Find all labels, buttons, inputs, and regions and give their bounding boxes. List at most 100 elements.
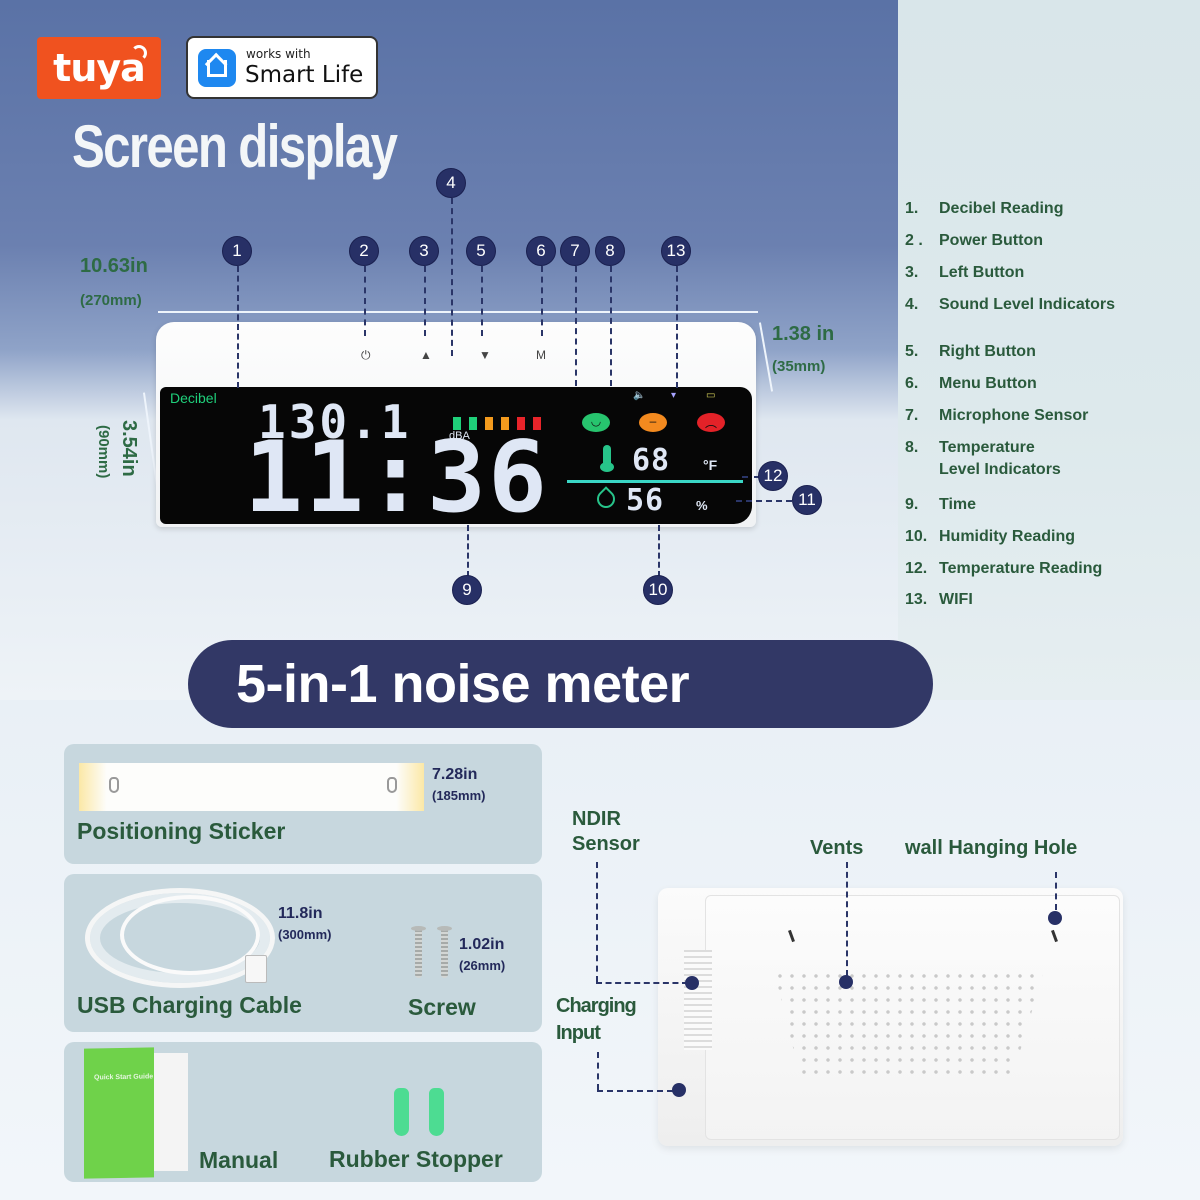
callout-line-13: [676, 266, 678, 388]
side-vent: [684, 950, 712, 1050]
lcd-screen: Decibel 130.1 dBA 11:36 ◡ – ︵ 🔈 ▾ ▭ 68 °…: [160, 387, 752, 535]
usb-cable-label: USB Charging Cable: [77, 992, 302, 1018]
time-reading: 11:36: [244, 421, 550, 535]
legend-item: 4.Sound Level Indicators: [905, 296, 1116, 313]
screen-divider: [567, 480, 743, 483]
manual-image: Quick Start Guide: [84, 1047, 154, 1179]
callout-line-7: [575, 266, 577, 386]
depth-mm-label: (35mm): [772, 358, 826, 375]
tuya-logo: tuya: [37, 37, 161, 99]
sticker-dim-mm: (185mm): [432, 788, 486, 803]
callout-badge-11: 11: [792, 485, 822, 515]
ndir-sensor-dot: [685, 976, 699, 990]
temperature-reading: 68: [632, 443, 671, 478]
callout-badge-3: 3: [409, 236, 439, 266]
callout-line-12: [742, 476, 760, 478]
sticker-dim-in: 7.28in: [432, 766, 478, 783]
manual-label: Manual: [199, 1147, 279, 1173]
callout-line-9: [467, 525, 469, 577]
charging-input-label-1: Charging: [556, 995, 637, 1017]
callout-badge-4: 4: [436, 168, 466, 198]
ndir-sensor-label-1: NDIR: [572, 808, 621, 830]
smart-life-badge: works with Smart Life: [186, 36, 378, 99]
legend-item: 2 .Power Button: [905, 232, 1043, 249]
tuya-logo-text: tuya: [53, 46, 146, 90]
sound-level-bar: [485, 417, 493, 430]
charging-input-label-2: Input: [556, 1022, 601, 1044]
sound-level-bar: [469, 417, 477, 430]
charging-callout-line: [597, 1052, 599, 1090]
callout-badge-5: 5: [466, 236, 496, 266]
callout-badge-2: 2: [349, 236, 379, 266]
sound-level-bar: [501, 417, 509, 430]
legend-background: [898, 0, 1200, 700]
height-mm-label: (90mm): [95, 425, 112, 479]
callout-line-4: [451, 198, 453, 356]
decibel-reading: 130.1: [258, 395, 412, 449]
ndir-callout-line: [596, 862, 598, 982]
left-button[interactable]: ▲: [420, 348, 432, 362]
callout-line-1: [237, 266, 239, 388]
callout-badge-1: 1: [222, 236, 252, 266]
neutral-face-icon: –: [639, 413, 667, 432]
power-button[interactable]: ⏻: [361, 348, 371, 362]
legend-item: 3.Left Button: [905, 264, 1025, 281]
legend-item: 9.Time: [905, 496, 977, 513]
wall-hole-dot: [1048, 911, 1062, 925]
legend-item: 5.Right Button: [905, 343, 1036, 360]
legend-item: 13.WIFI: [905, 591, 973, 608]
manual-page: [154, 1053, 188, 1171]
sound-level-bar: [517, 417, 525, 430]
usb-cable-coil: [120, 895, 260, 975]
vents-dot: [839, 975, 853, 989]
humidity-drop-icon: [593, 486, 619, 512]
callout-line-8: [610, 266, 612, 386]
temperature-unit: °F: [703, 457, 718, 473]
charging-callout-line: [597, 1090, 673, 1092]
ndir-sensor-label-2: Sensor: [572, 833, 640, 855]
vents-label: Vents: [810, 837, 864, 859]
cable-dim-in: 11.8in: [278, 905, 323, 922]
callout-badge-8: 8: [595, 236, 625, 266]
callout-badge-9: 9: [452, 575, 482, 605]
battery-icon: ▭: [706, 390, 716, 401]
manual-cover-text: Quick Start Guide: [94, 1073, 154, 1082]
legend-item: 7.Microphone Sensor: [905, 407, 1089, 424]
callout-badge-13: 13: [661, 236, 691, 266]
callout-line-3: [424, 266, 426, 336]
thermometer-icon: [600, 445, 614, 472]
callout-line-6: [541, 266, 543, 336]
humidity-reading: 56: [626, 483, 665, 518]
product-banner: 5-in-1 noise meter: [188, 640, 933, 728]
vent-grid: [774, 970, 1044, 1080]
humidity-unit: %: [696, 498, 708, 513]
ndir-callout-line: [596, 982, 688, 984]
sound-level-bar: [453, 417, 461, 430]
happy-face-icon: ◡: [582, 413, 610, 432]
usb-plug-icon: [245, 955, 267, 983]
screw-dim-in: 1.02in: [459, 936, 505, 953]
callout-badge-6: 6: [526, 236, 556, 266]
hanging-hole-icon: [109, 777, 119, 793]
wall-hanging-hole-label: wall Hanging Hole: [905, 837, 1078, 859]
smart-life-text: Smart Life: [245, 62, 364, 88]
menu-button[interactable]: M: [536, 348, 546, 362]
callout-line-10: [658, 525, 660, 577]
usb-cable-image: [85, 888, 275, 988]
positioning-sticker-label: Positioning Sticker: [77, 818, 286, 844]
hanging-hole-icon: [387, 777, 397, 793]
legend-item: 12.Temperature Reading: [905, 560, 1103, 577]
sound-level-bar: [533, 417, 541, 430]
smart-home-icon: [198, 49, 236, 87]
depth-in-label: 1.38 in: [772, 323, 835, 345]
screw-icon: [437, 926, 452, 978]
works-with-text: works with: [246, 47, 311, 61]
right-button[interactable]: ▼: [479, 348, 491, 362]
width-in-label: 10.63in: [80, 255, 148, 277]
legend-item: 10.Humidity Reading: [905, 528, 1076, 545]
callout-badge-10: 10: [643, 575, 673, 605]
width-arrow: [158, 311, 758, 313]
wifi-status-icon: ▾: [671, 390, 677, 401]
charging-input-dot: [672, 1083, 686, 1097]
height-in-label: 3.54in: [118, 420, 140, 477]
